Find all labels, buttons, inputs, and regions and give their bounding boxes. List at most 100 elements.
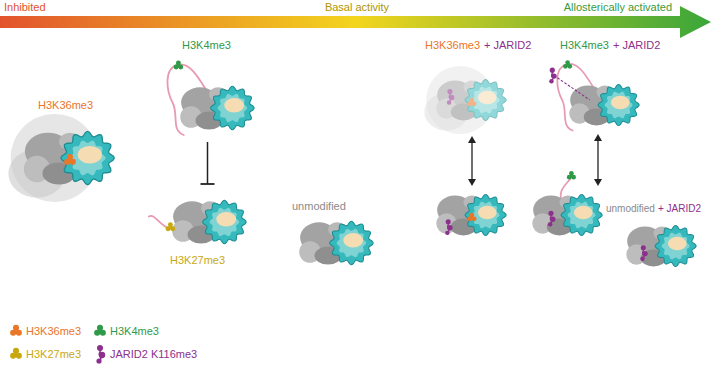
complex-label: unmodified+ JARID2 (606, 202, 701, 215)
label-text: H3K4me3 (182, 39, 231, 52)
complex-node: H3K4me3 (155, 32, 260, 140)
illustration-part (668, 237, 687, 251)
illustration-part (640, 257, 644, 261)
illustration-part (598, 84, 639, 125)
legend-text: H3K4me3 (110, 325, 159, 338)
illustration-part (655, 225, 696, 266)
illustration-part (446, 219, 451, 224)
illustration-part (99, 352, 105, 358)
histone-mark-symbol (10, 348, 22, 359)
illustration-part (574, 206, 593, 220)
complex-label: H3K4me3+ JARID2 (560, 39, 660, 52)
label-text: + JARID2 (484, 39, 531, 52)
illustration-part (343, 233, 363, 247)
complex-label: unmodified (292, 200, 346, 213)
histone-mark-symbol (94, 325, 106, 336)
label-text: H3K4me3 (560, 39, 609, 52)
complex-node: unmodified (285, 190, 380, 272)
complex-node: H3K36me3 + JARID2 (420, 32, 534, 127)
complex-label: H3K27me3 (170, 254, 225, 267)
illustration-part (548, 211, 553, 216)
histone-mark-symbol (174, 61, 184, 70)
illustration-part (641, 245, 646, 250)
illustration-part (568, 202, 596, 229)
illustration-part (216, 212, 236, 226)
complex-node: unmodified+ JARID2 (604, 192, 713, 274)
illustration-part (168, 225, 172, 229)
prc2-complex (532, 171, 602, 236)
illustration-part (61, 131, 114, 184)
illustration-part (594, 179, 602, 186)
histone-mark-symbol (467, 98, 476, 107)
jarid2-symbol (640, 245, 647, 261)
legend-text: H3K36me3 (26, 325, 81, 338)
prc2-complex (149, 200, 246, 244)
illustration-part (566, 63, 570, 67)
prc2-complex (424, 66, 506, 134)
legend-text: H3K27me3 (26, 348, 81, 361)
illustration-part (470, 216, 474, 220)
illustration-part (472, 202, 500, 229)
activity-label: Inhibited (4, 1, 46, 14)
label-text: + JARID2 (658, 202, 701, 215)
illustration-part (447, 100, 451, 104)
illustration-part (337, 229, 367, 257)
illustration-part (96, 358, 101, 363)
illustration-part (550, 217, 555, 222)
illustration-part (465, 194, 506, 235)
illustration-part (68, 158, 73, 163)
illustration-part (14, 352, 19, 357)
equilibrium-arrow (594, 134, 602, 186)
illustration-part (447, 225, 452, 230)
illustration-part (471, 141, 472, 181)
illustration-part (550, 68, 555, 73)
legend-text: JARID2 K116me3 (110, 348, 197, 361)
illustration-part (594, 134, 602, 141)
prc2-complex (167, 61, 254, 135)
label-text: H3K36me3 (425, 39, 480, 52)
prc2-complex (436, 194, 506, 235)
label-text: unmodified (292, 200, 346, 213)
histone-mark-symbol (563, 60, 572, 69)
illustration-part (70, 141, 106, 175)
illustration-part (445, 231, 449, 235)
complex-label: H3K4me3 (182, 39, 231, 52)
complex-node: H3K27me3 (145, 186, 260, 269)
illustration-part (472, 87, 500, 114)
inhibition-connector (201, 142, 215, 184)
illustration-part (569, 174, 573, 178)
illustration-part (478, 206, 497, 220)
illustration-part (98, 329, 103, 334)
illustration-part (557, 78, 589, 100)
jarid2-symbol (445, 219, 452, 235)
histone-mark-symbol (567, 171, 576, 180)
illustration-part (14, 329, 19, 334)
illustration-part (468, 179, 476, 186)
prc2-complex (8, 114, 114, 202)
illustration-part (465, 79, 506, 120)
illustration-part (203, 200, 247, 244)
illustration-part (642, 251, 647, 256)
illustration-part (551, 73, 556, 78)
prc2-complex (549, 60, 639, 130)
illustration-part (478, 91, 497, 105)
label-text: unmodified (606, 202, 655, 215)
illustration-part (605, 92, 633, 119)
illustration-part (597, 139, 598, 181)
illustration-part (561, 194, 602, 235)
complex-label: H3K36me3 (38, 99, 93, 112)
histone-mark-symbol (166, 222, 176, 231)
activity-label: Allosterically activated (564, 1, 672, 14)
jarid2-symbol (447, 89, 454, 105)
prc2-complex (626, 225, 696, 266)
illustration-part (211, 86, 255, 130)
label-text: H3K36me3 (38, 99, 93, 112)
illustration-part (210, 208, 240, 236)
histone-mark-symbol (10, 325, 22, 336)
illustration-part (224, 98, 244, 112)
prc2-complex (299, 221, 373, 265)
illustration-part (548, 222, 552, 226)
